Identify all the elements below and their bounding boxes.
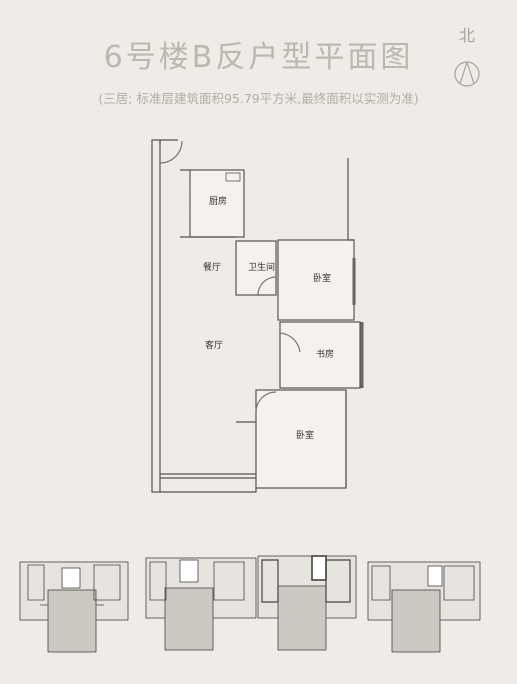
key-plan-block-4 bbox=[367, 561, 481, 653]
bathroom-door-arc bbox=[257, 276, 277, 296]
study-label: 书房 bbox=[316, 348, 334, 360]
bathroom-room bbox=[235, 240, 277, 296]
bedroom1-room bbox=[277, 239, 355, 321]
bedroom1-label: 卧室 bbox=[313, 272, 331, 284]
dining-label: 餐厅 bbox=[203, 261, 221, 273]
north-indicator: 北 bbox=[452, 22, 492, 92]
entrance-door-arc bbox=[159, 140, 183, 164]
study-room bbox=[279, 321, 361, 389]
bedroom2-door-arc bbox=[255, 391, 277, 413]
north-compass-icon bbox=[454, 61, 480, 87]
key-plan-block-3 bbox=[257, 555, 357, 651]
page-title: 6号楼B反户型平面图 bbox=[103, 40, 414, 75]
page-subtitle: (三居; 标准层建筑面积95.79平方米,最终面积以实测为准) bbox=[98, 91, 419, 106]
key-plan-block-2 bbox=[145, 557, 257, 651]
bathroom-label: 卫生间 bbox=[248, 261, 275, 273]
bedroom2-label: 卧室 bbox=[296, 429, 314, 441]
key-plan-block-1 bbox=[19, 561, 129, 653]
north-label: 北 bbox=[458, 26, 475, 45]
bedroom2-room bbox=[255, 389, 347, 489]
living-label: 客厅 bbox=[205, 339, 223, 351]
kitchen-label: 厨房 bbox=[209, 195, 227, 207]
